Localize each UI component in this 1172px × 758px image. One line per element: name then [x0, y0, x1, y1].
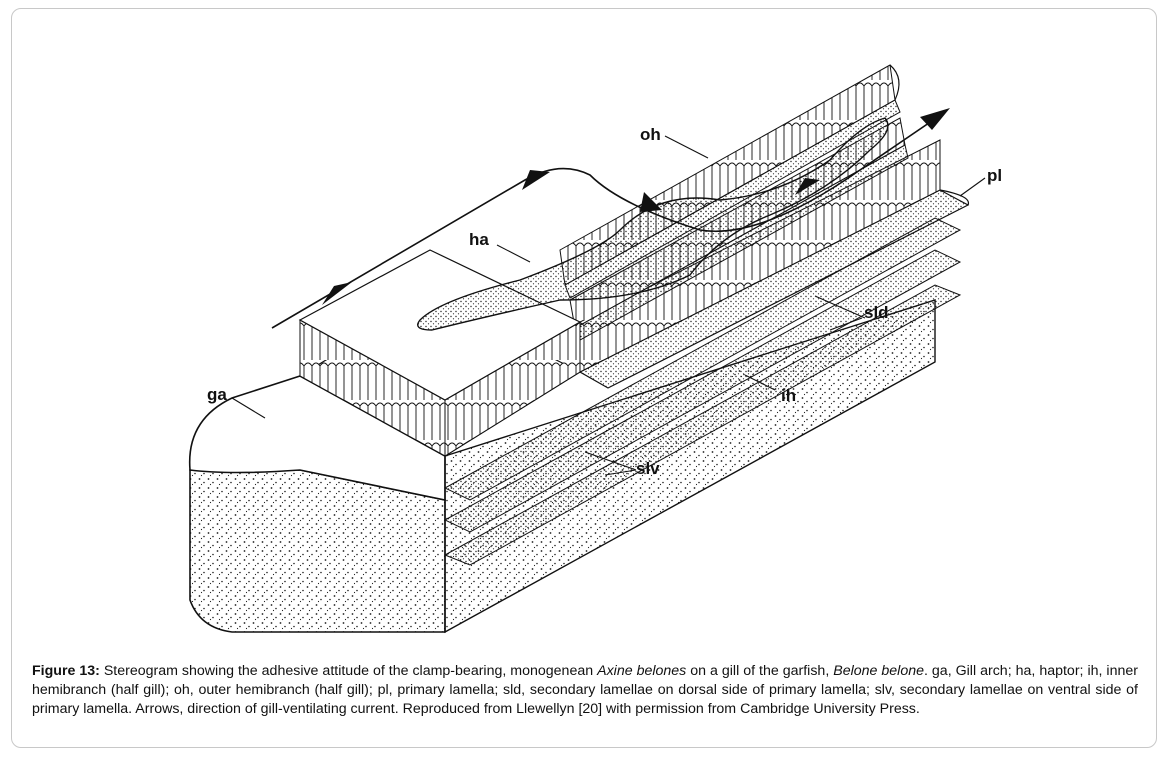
- gill-arch: [188, 299, 936, 634]
- label-pl: pl: [987, 166, 1002, 185]
- label-ih: ih: [781, 386, 796, 405]
- figure-caption: Figure 13: Stereogram showing the adhesi…: [32, 662, 1138, 719]
- caption-text-3: . ga, Gill arch; ha, haptor; ih, inner h…: [32, 663, 1138, 717]
- leader-lines: [231, 135, 986, 476]
- label-ha: ha: [469, 230, 489, 249]
- label-slv: slv: [636, 459, 660, 478]
- gill-stereogram: oh ha pl sld ga ih slv: [188, 64, 1002, 634]
- caption-species-1: Axine belones: [597, 663, 687, 679]
- caption-text-1: Stereogram showing the adhesive attitude…: [99, 663, 598, 679]
- caption-species-2: Belone belone: [833, 663, 924, 679]
- haptor: [417, 117, 889, 331]
- label-sld: sld: [864, 303, 889, 322]
- label-oh: oh: [640, 125, 661, 144]
- label-ga: ga: [207, 385, 227, 404]
- figure-frame: [11, 8, 1157, 748]
- caption-text-2: on a gill of the garfish,: [686, 663, 834, 679]
- arrowheads: [322, 108, 950, 305]
- caption-figure-label: Figure 13:: [32, 663, 100, 679]
